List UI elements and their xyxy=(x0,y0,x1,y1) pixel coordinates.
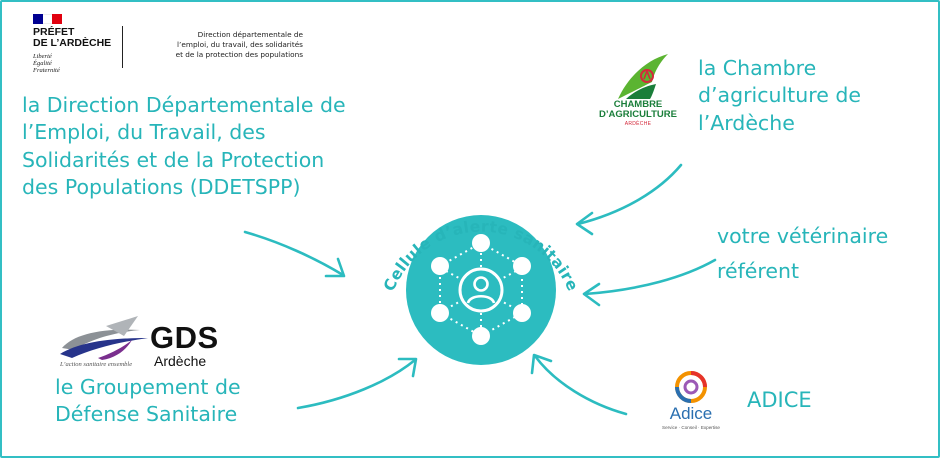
chambre-agriculture-logo: CHAMBRE D’AGRICULTURE ARDÈCHE xyxy=(588,52,688,134)
prefet-motto-line2: Égalité xyxy=(33,59,52,67)
arrow-gds-head xyxy=(397,357,418,378)
gds-logo-dept: Ardèche xyxy=(154,353,207,369)
adice-logo-word: Adice xyxy=(669,404,713,423)
arrow-chambre xyxy=(576,163,683,226)
gds-swoosh-icon xyxy=(60,316,148,360)
veterinaire-label-line2: référent xyxy=(717,259,800,283)
chambre-line1: CHAMBRE xyxy=(613,99,663,110)
prefet-motto: Liberté Égalité Fraternité xyxy=(33,53,60,74)
veterinaire-label-line1: votre vétérinaire xyxy=(717,224,889,248)
chambre-emblem-icon xyxy=(618,54,668,99)
network-person-icon xyxy=(431,234,531,345)
prefet-divider xyxy=(122,26,123,68)
prefet-dir-line1: Direction départementale de xyxy=(197,30,303,39)
prefet-dir-line2: l’emploi, du travail, des solidarités xyxy=(177,39,303,49)
arrow-adice xyxy=(533,354,628,416)
chambre-sub: ARDÈCHE xyxy=(624,121,652,127)
prefet-motto-line3: Fraternité xyxy=(33,66,60,74)
prefet-title-line2: DE L’ARDÈCHE xyxy=(33,37,112,50)
arrow-veterinaire-head xyxy=(582,282,601,307)
arrow-ddetspp-head xyxy=(324,257,346,278)
chambre-label: la Chambre d’agriculture de l’Ardèche xyxy=(698,56,861,135)
adice-logo: Adice Service · Conseil · Expertise xyxy=(656,370,726,434)
prefet-title: PRÉFET DE L’ARDÈCHE xyxy=(33,26,112,50)
gds-logo-word: GDS xyxy=(150,320,219,355)
adice-label: ADICE xyxy=(747,388,812,412)
prefet-logo: PRÉFET DE L’ARDÈCHE Liberté Égalité Frat… xyxy=(33,14,303,74)
prefet-motto-line1: Liberté xyxy=(33,53,52,60)
french-flag-icon xyxy=(33,14,63,24)
gds-logo-tagline: L’action sanitaire ensemble xyxy=(60,361,133,368)
chambre-line2: D’AGRICULTURE xyxy=(599,108,677,120)
adice-emblem-icon xyxy=(675,371,707,403)
arrow-chambre-head xyxy=(575,211,594,236)
adice-logo-tagline: Service · Conseil · Expertise xyxy=(662,425,720,430)
arrow-veterinaire xyxy=(583,258,717,296)
prefet-direction: Direction départementale de l’emploi, du… xyxy=(117,30,303,60)
prefet-title-line1: PRÉFET xyxy=(33,26,75,38)
prefet-dir-line3: et de la protection des populations xyxy=(175,49,303,59)
gds-logo: GDS Ardèche L’action sanitaire ensemble xyxy=(58,312,238,372)
arrow-ddetspp xyxy=(243,230,345,277)
gds-label: le Groupement de Défense Sanitaire xyxy=(55,375,241,427)
chambre-logo-text: CHAMBRE D’AGRICULTURE xyxy=(588,100,688,120)
arrow-adice-head xyxy=(530,353,553,375)
ddetspp-label: la Direction Départementale de l’Emploi,… xyxy=(22,93,346,199)
arrow-gds xyxy=(296,358,417,410)
